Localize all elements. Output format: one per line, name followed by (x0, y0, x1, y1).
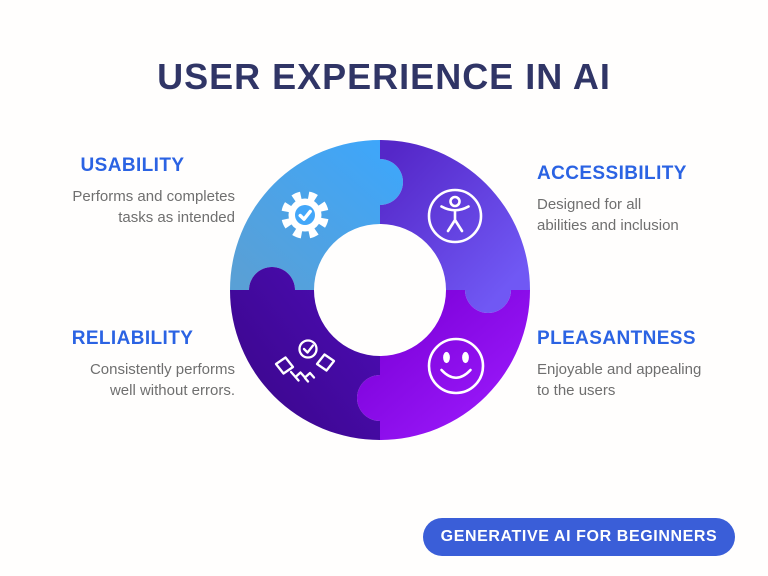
usability-heading: USABILITY (80, 155, 185, 176)
section-accessibility: ACCESSIBILITY Designed for all abilities… (537, 163, 747, 236)
accessibility-person-icon (427, 188, 483, 244)
accessibility-heading: ACCESSIBILITY (537, 163, 687, 184)
puzzle-piece-reliability (230, 267, 380, 440)
smiley-face-icon (427, 337, 485, 395)
accessibility-description: Designed for all abilities and inclusion (537, 196, 679, 234)
handshake-check-icon (274, 339, 336, 383)
puzzle-piece-pleasantness (357, 290, 530, 440)
course-badge: GENERATIVE AI FOR BEGINNERS (423, 518, 735, 556)
pleasantness-heading: PLEASANTNESS (537, 328, 696, 349)
reliability-heading: RELIABILITY (71, 328, 194, 349)
page-title: USER EXPERIENCE IN AI (157, 56, 611, 97)
gear-check-icon (281, 191, 329, 239)
section-usability: USABILITY Performs and completes tasks a… (30, 155, 235, 228)
reliability-description: Consistently performs well without error… (89, 361, 235, 399)
puzzle-donut-diagram (230, 140, 530, 440)
section-pleasantness: PLEASANTNESS Enjoyable and appealing to … (537, 328, 752, 401)
puzzle-piece-accessibility (380, 140, 530, 313)
section-reliability: RELIABILITY Consistently performs well w… (30, 328, 235, 401)
pleasantness-description: Enjoyable and appealing to the users (537, 361, 702, 399)
usability-description: Performs and completes tasks as intended (72, 188, 235, 226)
